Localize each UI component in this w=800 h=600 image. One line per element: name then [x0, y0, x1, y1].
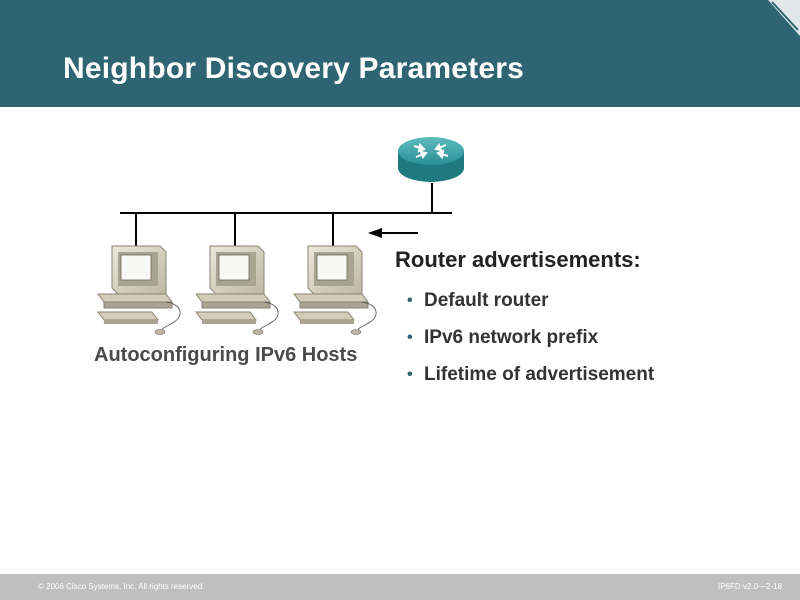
list-item-label: Default router [424, 290, 549, 311]
router-advertisements-heading: Router advertisements: [395, 247, 641, 273]
slide-footer: © 2006 Cisco Systems, Inc. All rights re… [0, 574, 800, 600]
host-computer-3 [294, 246, 376, 335]
bullet-icon: • [407, 290, 413, 312]
hosts-caption: Autoconfiguring IPv6 Hosts [94, 344, 357, 367]
copyright-text: © 2006 Cisco Systems, Inc. All rights re… [38, 582, 204, 591]
list-item: • Default router [407, 290, 654, 327]
host-computer-1 [98, 246, 180, 335]
router-advertisements-list: • Default router • IPv6 network prefix •… [407, 290, 654, 401]
bullet-icon: • [407, 327, 413, 349]
corner-arrows-icon [760, 0, 800, 36]
host-computer-2 [196, 246, 278, 335]
list-item-label: Lifetime of advertisement [424, 364, 654, 385]
slide-header: Neighbor Discovery Parameters [0, 0, 800, 107]
list-item: • Lifetime of advertisement [407, 364, 654, 401]
list-item: • IPv6 network prefix [407, 327, 654, 364]
course-id: IP6FD v2.0—2-18 [718, 582, 782, 591]
router-icon [398, 137, 464, 182]
bullet-icon: • [407, 364, 413, 386]
list-item-label: IPv6 network prefix [424, 327, 598, 348]
slide-title: Neighbor Discovery Parameters [63, 52, 524, 86]
